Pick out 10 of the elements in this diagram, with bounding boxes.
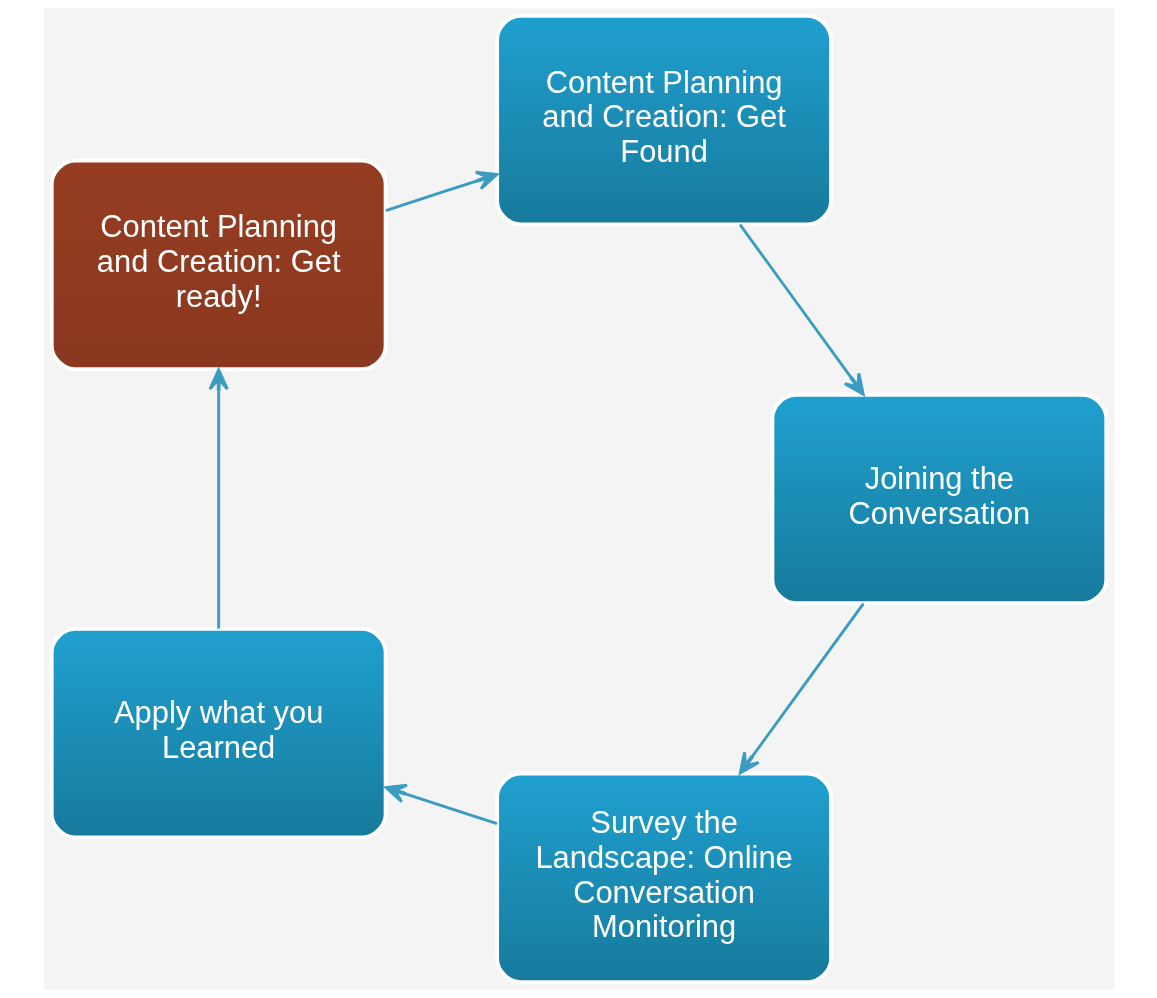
node-box: Content Planning and Creation: Get Found <box>494 13 833 227</box>
arrow <box>384 170 498 212</box>
node-box: Apply what you Learned <box>49 627 388 840</box>
node-box: Content Planning and Creation: Get ready! <box>49 158 388 371</box>
arrow <box>738 602 865 775</box>
arrow <box>384 783 497 825</box>
node-box: Survey the Landscape: Online Conversation Monitoring <box>494 771 833 985</box>
node-box: Joining the Conversation <box>769 392 1108 606</box>
arrow <box>738 223 865 396</box>
arrow <box>208 368 229 629</box>
